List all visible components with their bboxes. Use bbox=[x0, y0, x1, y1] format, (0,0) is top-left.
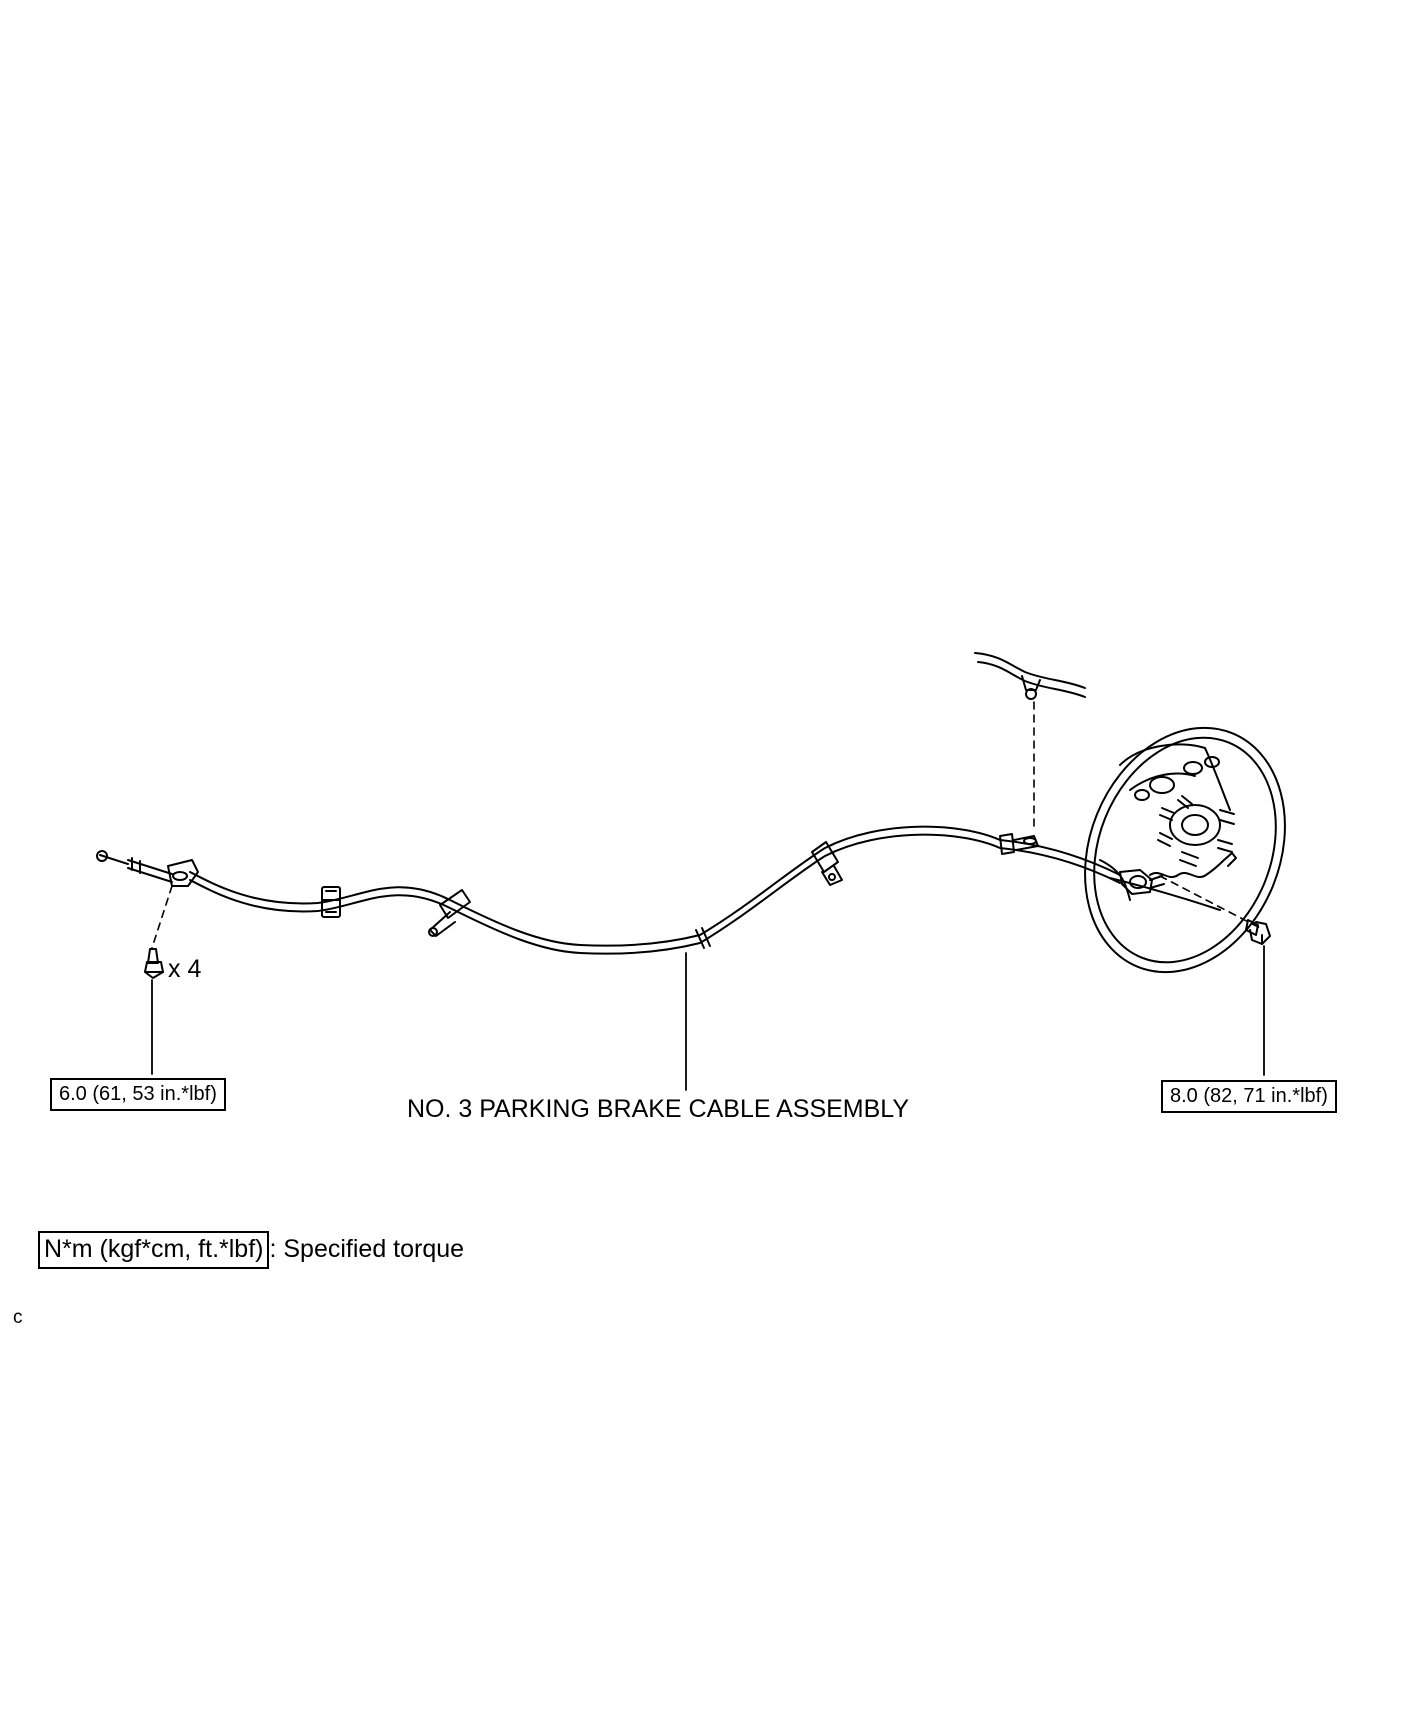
sheath-joint bbox=[695, 927, 711, 949]
cable-clamp-1 bbox=[321, 886, 341, 918]
bolt-quantity-label: x 4 bbox=[168, 955, 202, 983]
figure-code: c bbox=[13, 1307, 23, 1328]
bolt-left-icon bbox=[144, 948, 164, 979]
cable-end-left bbox=[96, 850, 173, 883]
torque-spec-left: 6.0 (61, 53 in.*lbf) bbox=[50, 1078, 226, 1111]
bolt-right-icon bbox=[1245, 919, 1271, 945]
body-bracket bbox=[974, 652, 1086, 700]
brake-backing-plate bbox=[1084, 726, 1286, 974]
cable-bracket-left bbox=[167, 859, 199, 887]
torque-spec-right: 8.0 (82, 71 in.*lbf) bbox=[1161, 1080, 1337, 1113]
legend-description: : Specified torque bbox=[269, 1235, 465, 1263]
cable-clip-right bbox=[999, 833, 1039, 855]
leader-lines bbox=[151, 945, 1265, 1091]
cable-end-fitting-right bbox=[1119, 869, 1165, 895]
torque-legend: N*m (kgf*cm, ft.*lbf): Specified torque bbox=[38, 1231, 465, 1269]
cable-clamp-2 bbox=[428, 889, 471, 937]
assembly-name-label: NO. 3 PARKING BRAKE CABLE ASSEMBLY bbox=[407, 1095, 910, 1123]
cable-clamp-3 bbox=[811, 841, 843, 886]
legend-unit-box: N*m (kgf*cm, ft.*lbf) bbox=[38, 1231, 270, 1269]
